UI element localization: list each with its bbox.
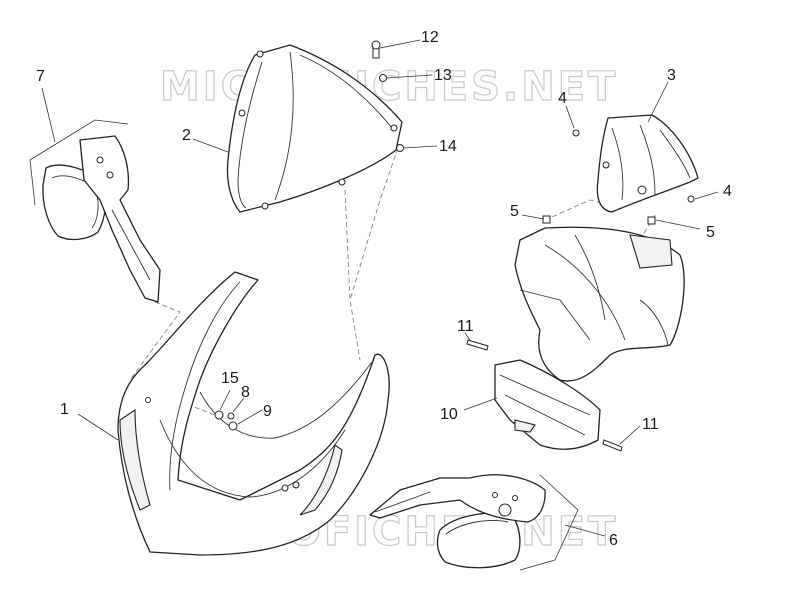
- instrument-cover-part-3: [596, 114, 699, 213]
- watermark-top: MICROFICHES.NET: [160, 64, 618, 110]
- right-mirror-part-6: [369, 474, 546, 569]
- callout-12: 12: [421, 29, 439, 46]
- callout-2: 2: [182, 127, 191, 144]
- callout-3: 3: [667, 67, 676, 84]
- callout-5-left: 5: [510, 203, 519, 220]
- callout-14: 14: [439, 138, 457, 155]
- callout-4-right: 4: [723, 183, 732, 200]
- callout-13: 13: [434, 67, 452, 84]
- windscreen-part-2: [226, 44, 403, 213]
- callout-11-upper: 11: [457, 318, 474, 335]
- callout-labels: 1 2 3 4 4 5 5 6 7 8 9 10 11 11 12 13 14 …: [36, 29, 732, 549]
- hardware-items: [214, 40, 695, 452]
- callout-15: 15: [221, 370, 239, 387]
- callout-10: 10: [440, 406, 458, 423]
- mirror-bracket-outline-6: [519, 474, 579, 571]
- mirror-bracket-outline-7: [29, 119, 129, 206]
- callout-9: 9: [263, 403, 272, 420]
- callout-1: 1: [60, 401, 69, 418]
- instrument-holder-part-10: [494, 359, 601, 450]
- callout-7: 7: [36, 68, 45, 85]
- callout-8: 8: [241, 384, 250, 401]
- callout-leader-lines: [41, 39, 719, 537]
- callout-6: 6: [609, 532, 618, 549]
- callout-5-right: 5: [706, 224, 715, 241]
- callout-11-lower: 11: [642, 416, 659, 433]
- fairing-support-bracket: [514, 226, 685, 382]
- left-mirror-part-7: [42, 135, 161, 303]
- callout-4-top: 4: [558, 90, 567, 107]
